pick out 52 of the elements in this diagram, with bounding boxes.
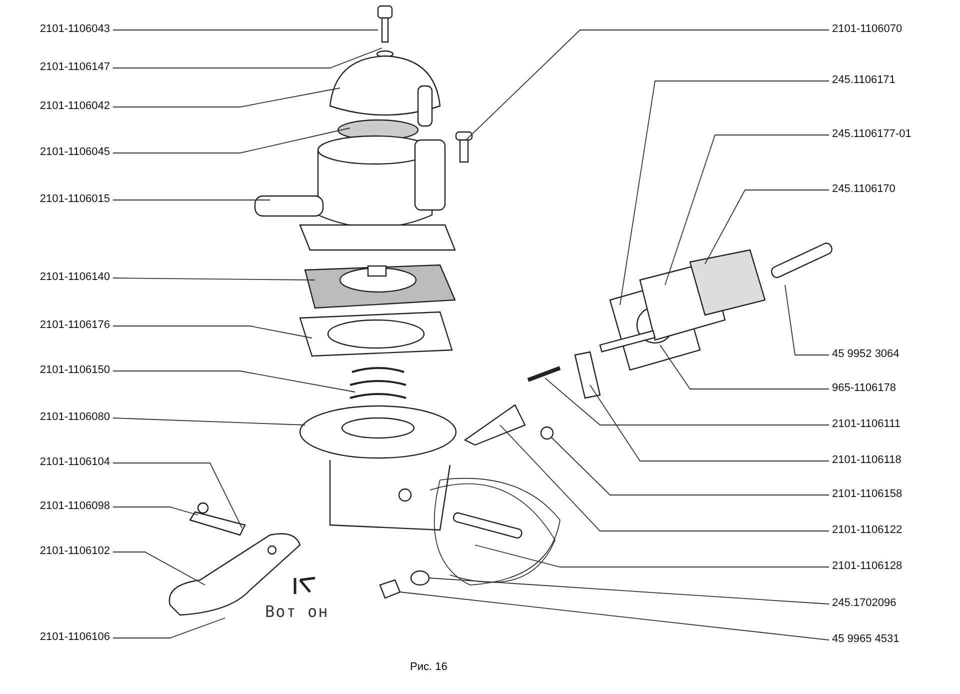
leader-line (112, 618, 226, 638)
leader-line (704, 190, 830, 264)
leader-line (112, 128, 350, 154)
part-number: 245.1106170 (832, 183, 896, 196)
part-number: 2101-1106102 (0, 545, 110, 558)
leader-line (474, 544, 830, 568)
part-number: 245.1106171 (832, 74, 896, 87)
part-number: 2101-1106150 (0, 364, 110, 377)
leader-line (466, 30, 830, 140)
part-number: 45 9952 3064 (832, 348, 900, 361)
leader-line (660, 344, 830, 390)
part-number: 2101-1106176 (0, 319, 110, 332)
leader-line (112, 88, 340, 108)
part-number: 2101-1106045 (0, 146, 110, 159)
part-number: 2101-1106147 (0, 61, 110, 74)
leader-line (500, 424, 830, 532)
part-number: 2101-1106042 (0, 100, 110, 113)
leader-line (112, 552, 206, 586)
leader-line (112, 48, 382, 68)
leader-line (112, 506, 198, 516)
leader-line (112, 418, 306, 426)
leader-line (428, 578, 830, 604)
part-number: 2101-1106158 (832, 488, 902, 501)
part-number: 2101-1106104 (0, 456, 110, 469)
leader-line (590, 384, 830, 462)
leader-line (112, 370, 356, 392)
handwritten-note: Вот он (265, 602, 329, 621)
part-number: 2101-1106098 (0, 500, 110, 513)
part-number: 2101-1106140 (0, 271, 110, 284)
leader-line (112, 326, 312, 338)
part-number: 2101-1106128 (832, 560, 902, 573)
leader-line (664, 134, 830, 286)
part-number: 2101-1106111 (832, 418, 901, 431)
part-number: 2101-1106015 (0, 193, 110, 206)
part-number: 45 9965 4531 (832, 633, 900, 646)
figure-caption: Рис. 16 (410, 661, 448, 673)
leader-line (544, 378, 830, 426)
part-number: 2101-1106070 (832, 23, 902, 36)
leader-line (784, 284, 830, 356)
part-number: 2101-1106043 (0, 23, 110, 36)
part-number: 245.1702096 (832, 597, 896, 610)
leader-line (550, 436, 830, 496)
part-number: 2101-1106118 (832, 454, 902, 467)
leader-line (112, 462, 242, 528)
part-number: 245.1106177-01 (832, 128, 912, 141)
leader-line (112, 278, 316, 280)
leader-line (400, 592, 830, 640)
part-number: 2101-1106080 (0, 411, 110, 424)
part-number: 965-1106178 (832, 382, 896, 395)
part-number: 2101-1106106 (0, 631, 110, 644)
part-number: 2101-1106122 (832, 524, 902, 537)
leader-line (620, 80, 830, 306)
